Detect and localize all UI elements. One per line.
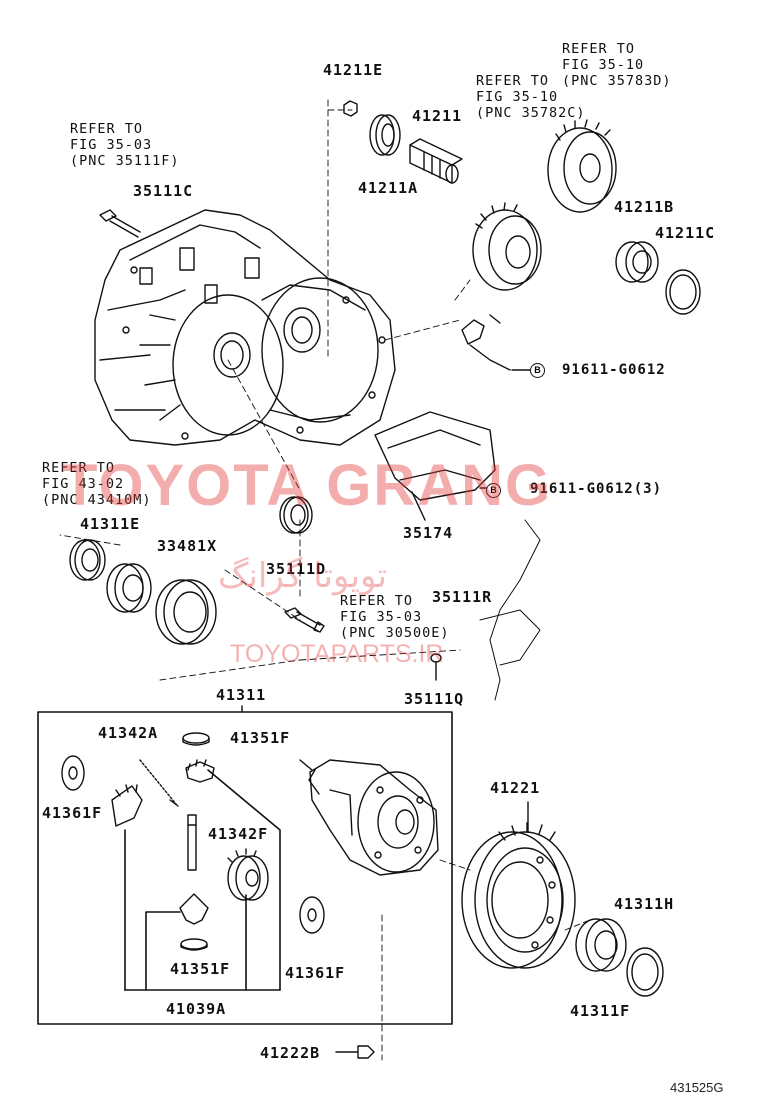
label-41342F: 41342F: [208, 825, 269, 843]
label-33481X: 33481X: [157, 537, 218, 555]
watermark-site: TOYOTAPARTS.IR: [230, 640, 444, 668]
part-pinion-left: [111, 784, 143, 827]
part-41361F-washer-left: [61, 755, 85, 791]
refer-line: FIG 35-03: [70, 137, 153, 153]
part-differential-case: [308, 759, 439, 876]
part-33481X-bearing: [106, 563, 152, 613]
label-91611-G0612: 91611-G0612: [562, 362, 666, 378]
part-pinion-center: [179, 893, 209, 925]
label-41351F-top: 41351F: [230, 729, 291, 747]
refer-line: (PNC 43410M): [42, 492, 152, 508]
part-41351F-washer-top: [182, 732, 210, 746]
part-transaxle-case: [94, 209, 396, 446]
part-35111Q-plug: [430, 653, 442, 681]
leader-case: [299, 759, 313, 771]
part-seal-large: [155, 579, 217, 645]
part-41211E-nut: [343, 100, 358, 117]
figure-number: 431525G: [670, 1080, 724, 1095]
part-case-fragment: [479, 519, 541, 701]
refer-note-35783D: REFER TO FIG 35-10 (PNC 35783D): [562, 41, 672, 89]
part-side-gear-top: [185, 759, 215, 783]
part-41311H-bearing: [575, 918, 627, 972]
kit-41039A-bracket: [124, 769, 281, 991]
label-41361F-right: 41361F: [285, 964, 346, 982]
label-41211E: 41211E: [323, 61, 384, 79]
bolt-mark-b-1: B: [530, 363, 545, 378]
differential-kit-box: [37, 711, 453, 1025]
label-41221: 41221: [490, 779, 541, 797]
part-41361F-washer-right: [299, 896, 325, 934]
part-bolt-30500E: [284, 607, 325, 633]
refer-line: (PNC 35783D): [562, 73, 672, 89]
watermark-farsi: تویوتا گرانگ: [218, 556, 387, 596]
part-41311F-race: [626, 947, 664, 997]
label-41211C: 41211C: [655, 224, 716, 242]
part-41311E-seal: [69, 539, 106, 581]
refer-line: REFER TO: [70, 121, 144, 137]
refer-line: FIG 35-03: [340, 609, 423, 625]
label-41311E: 41311E: [80, 515, 141, 533]
label-41311F: 41311F: [570, 1002, 631, 1020]
part-41342A-pin: [139, 759, 179, 807]
refer-note-35111F: REFER TO FIG 35-03 (PNC 35111F): [70, 121, 180, 169]
refer-line: (PNC 35782C): [476, 105, 586, 121]
refer-line: FIG 43-02: [42, 476, 125, 492]
part-41222B-bolt: [335, 1045, 375, 1059]
part-41221-ring-gear: [461, 822, 576, 969]
refer-note-43410M: REFER TO FIG 43-02 (PNC 43410M): [42, 460, 152, 508]
part-41211A-shaft: [409, 138, 463, 184]
label-41211: 41211: [412, 107, 463, 125]
refer-line: (PNC 30500E): [340, 625, 450, 641]
leader-35174: [411, 491, 426, 521]
part-41211B-bearing: [615, 241, 659, 283]
refer-line: FIG 35-10: [476, 89, 559, 105]
part-gear-upper: [547, 119, 617, 213]
label-41222B: 41222B: [260, 1044, 321, 1062]
watermark-toyota-grang: TOYOTA GRANG: [62, 453, 553, 518]
part-41342F-shaft: [187, 814, 197, 871]
label-35111R: 35111R: [432, 588, 493, 606]
refer-note-30500E: REFER TO FIG 35-03 (PNC 30500E): [340, 593, 450, 641]
part-41351F-washer-bottom: [180, 938, 208, 951]
label-41351F-bottom: 41351F: [170, 960, 231, 978]
refer-line: REFER TO: [562, 41, 636, 57]
label-41342A: 41342A: [98, 724, 159, 742]
label-41311: 41311: [216, 686, 267, 704]
part-gear-lower: [472, 202, 542, 291]
refer-line: REFER TO: [42, 460, 116, 476]
label-41211A: 41211A: [358, 179, 419, 197]
part-41211-seal: [369, 114, 401, 156]
label-91611-G0612-3: 91611-G0612(3): [530, 481, 663, 497]
part-35174-cover: [374, 411, 496, 501]
refer-line: REFER TO: [340, 593, 414, 609]
label-35111D: 35111D: [266, 560, 327, 578]
refer-line: FIG 35-10: [562, 57, 645, 73]
label-41311H: 41311H: [614, 895, 675, 913]
refer-line: (PNC 35111F): [70, 153, 180, 169]
part-35111D-seal: [279, 496, 313, 534]
refer-note-35782C: REFER TO FIG 35-10 (PNC 35782C): [476, 73, 586, 121]
label-35111C: 35111C: [133, 182, 194, 200]
part-side-gear-right: [227, 848, 269, 901]
refer-line: REFER TO: [476, 73, 550, 89]
label-41039A: 41039A: [166, 1000, 227, 1018]
label-35174: 35174: [403, 524, 454, 542]
label-41211B: 41211B: [614, 198, 675, 216]
part-bracket-small: [461, 314, 511, 371]
label-41361F-left: 41361F: [42, 804, 103, 822]
part-35111C-bolt: [99, 209, 141, 238]
part-41211C-race: [665, 269, 701, 315]
bolt-mark-b-2: B: [486, 483, 501, 498]
label-35111Q: 35111Q: [404, 690, 465, 708]
